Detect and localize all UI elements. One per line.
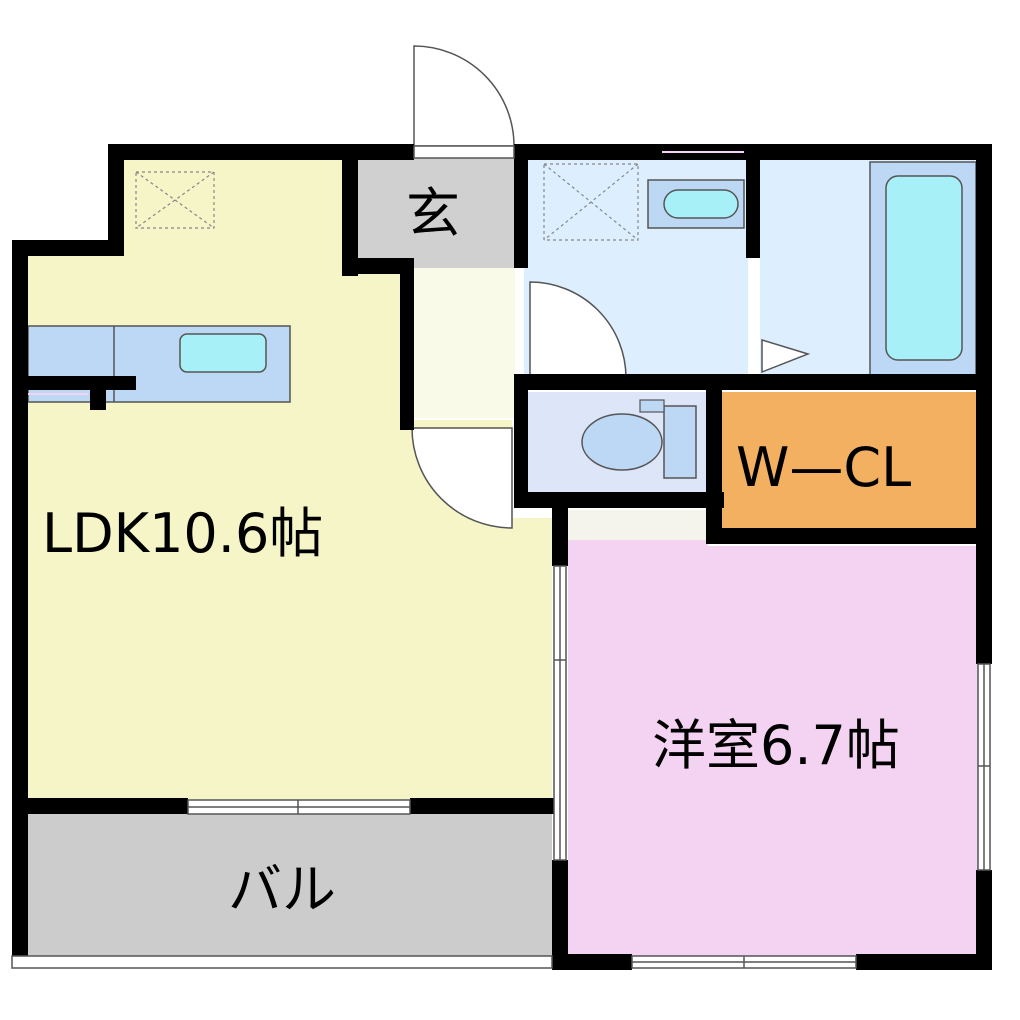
wash-basin-bowl [663, 189, 739, 219]
front-door-swing [413, 45, 515, 147]
western-room-label: 洋室6.7帖 [652, 714, 900, 777]
wall [976, 144, 992, 664]
wall [856, 954, 992, 970]
wall [552, 954, 632, 970]
room-labels: LDK10.6帖 洋室6.7帖 玄 W—CL バル [42, 182, 911, 921]
wall [90, 376, 106, 410]
kitchen-sink [179, 333, 267, 373]
windows [11, 145, 991, 969]
toilet-bowl [581, 413, 663, 471]
ldk-door-swing [411, 427, 513, 529]
wall [400, 258, 414, 430]
toilet-tank-top [639, 399, 665, 413]
wall [706, 380, 722, 540]
wall [706, 528, 992, 544]
western-closet-strip [568, 510, 708, 540]
wcl-label: W—CL [736, 436, 911, 499]
entrance-floor [356, 158, 514, 268]
ldk-storage-hatch-icon [135, 171, 215, 229]
balcony-label: バル [228, 858, 336, 921]
wall [552, 506, 568, 566]
wall [976, 870, 992, 970]
ldk-label: LDK10.6帖 [42, 502, 323, 565]
fixtures [27, 161, 977, 479]
wall [12, 240, 124, 256]
toilet-tank [663, 405, 697, 479]
wall [514, 492, 724, 508]
balcony-floor [24, 814, 552, 956]
hall-door-frame [413, 145, 515, 159]
wall [342, 258, 414, 274]
wall [552, 860, 568, 970]
wall [342, 158, 358, 276]
wall [12, 798, 188, 814]
hallway-floor [410, 268, 515, 418]
bathtub [885, 175, 963, 361]
wall [410, 798, 554, 814]
walls [12, 144, 992, 970]
wall [12, 376, 136, 390]
balcony-rail [11, 955, 553, 969]
wall [514, 374, 992, 390]
entrance-label: 玄 [406, 182, 460, 245]
wall [514, 148, 528, 268]
wall [514, 374, 528, 506]
wcl-floor [722, 392, 978, 528]
wall [746, 148, 760, 258]
wall [12, 240, 28, 960]
washroom-door-swing [529, 281, 627, 379]
ldk-floor [24, 158, 552, 800]
doors [411, 45, 627, 529]
wall [108, 144, 414, 160]
washroom-hatch-icon [543, 163, 639, 241]
wall [108, 144, 124, 254]
western-room-floor [568, 540, 978, 956]
bath-door-icon [761, 338, 811, 374]
